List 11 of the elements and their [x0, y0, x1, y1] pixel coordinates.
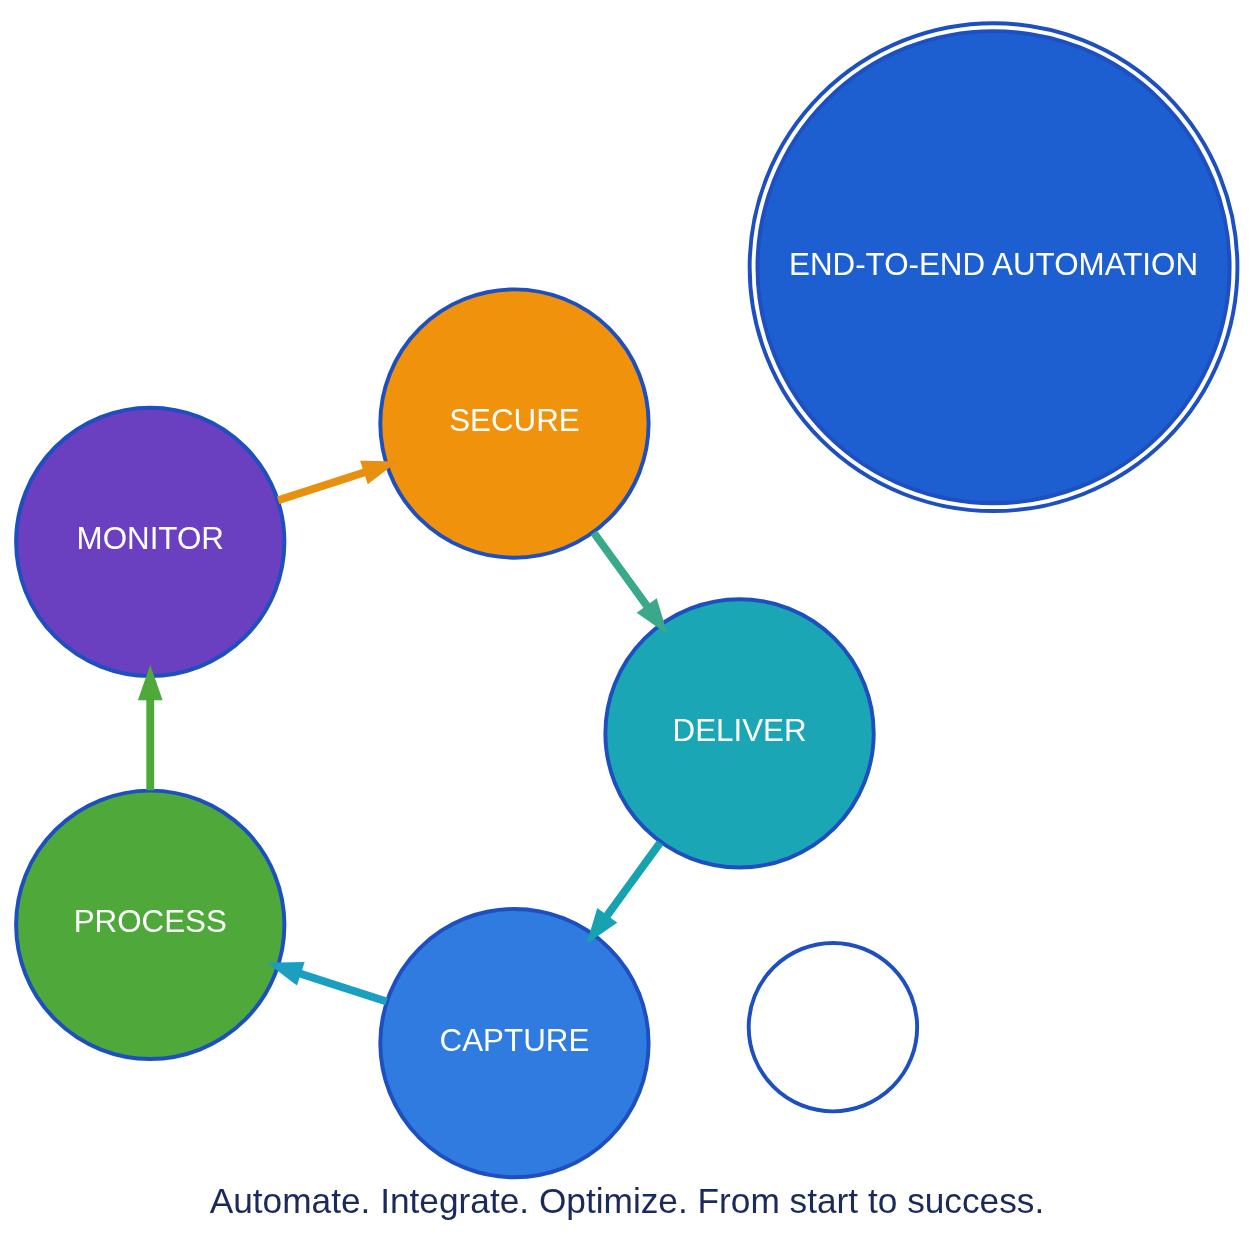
node-circle: SECURE — [378, 286, 651, 560]
caption: Automate. Integrate. Optimize. From start to success. — [209, 1180, 1045, 1220]
arrow — [137, 664, 163, 790]
arrow — [267, 961, 388, 1005]
arrow — [276, 460, 398, 504]
node-circle: END-TO-END AUTOMATION — [747, 20, 1240, 513]
arrow — [586, 839, 664, 944]
node-circle — [746, 940, 920, 1113]
arrow — [590, 529, 668, 634]
node-circle: MONITOR — [14, 405, 287, 678]
node-circle: PROCESS — [14, 788, 287, 1061]
